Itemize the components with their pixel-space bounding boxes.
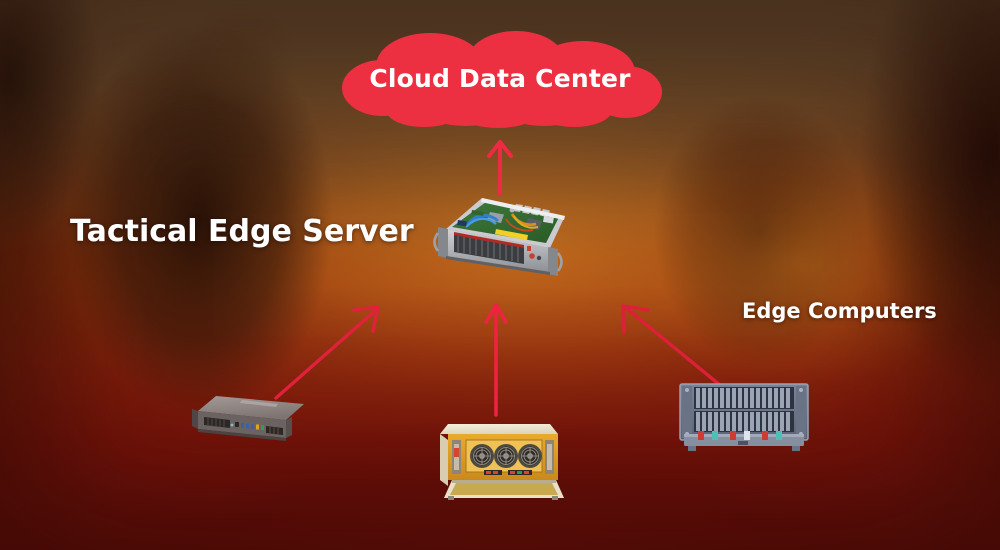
cloud-label: Cloud Data Center xyxy=(369,64,631,93)
arrow-mini-pc-to-server xyxy=(274,305,380,400)
cloud-icon xyxy=(342,31,662,128)
rugged-fan-chassis-icon xyxy=(440,424,564,500)
arrow-blade-rack-to-server xyxy=(621,304,728,392)
cloud-data-center-node: Cloud Data Center xyxy=(338,30,662,130)
blade-rack-icon xyxy=(679,383,809,451)
edge-computer-blade-rack[interactable] xyxy=(676,378,812,456)
edge-computer-rugged-chassis[interactable] xyxy=(428,418,570,506)
tactical-edge-server[interactable] xyxy=(424,186,574,294)
label-tactical-edge-server: Tactical Edge Server xyxy=(70,214,414,249)
label-edge-computers: Edge Computers xyxy=(742,299,937,323)
edge-computer-mini-pc[interactable] xyxy=(186,390,312,450)
arrow-server-to-cloud xyxy=(487,140,513,196)
rackmount-server-open-icon xyxy=(433,198,565,276)
arrow-rugged-chassis-to-server xyxy=(484,303,508,417)
mini-pc-icon xyxy=(192,396,304,441)
